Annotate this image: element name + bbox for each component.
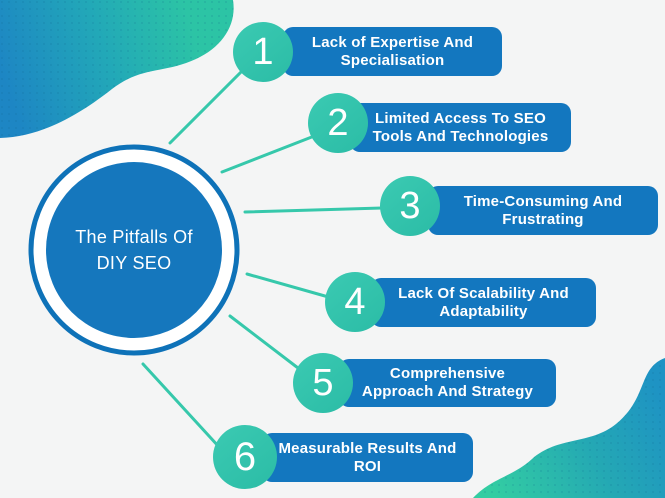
item-5-label-bar: Comprehensive Approach And Strategy [339, 359, 556, 407]
center-circle [46, 162, 222, 338]
center-title: The Pitfalls Of DIY SEO [75, 226, 193, 273]
connector-line-6 [141, 362, 222, 450]
item-5-number-badge: 5 [293, 353, 353, 413]
item-2-label-bar: Limited Access To SEO Tools And Technolo… [350, 103, 571, 152]
item-3-label-bar: Time-Consuming And Frustrating [428, 186, 658, 235]
item-1-number-badge: 1 [233, 22, 293, 82]
connector-line-5 [228, 314, 300, 370]
top-left-wave [0, 0, 234, 138]
item-1-label-bar: Lack of Expertise And Specialisation [283, 27, 502, 76]
item-2-number-badge: 2 [308, 93, 368, 153]
item-3-number-badge: 3 [380, 176, 440, 236]
bottom-right-wave [473, 358, 665, 498]
item-4-label-bar: Lack Of Scalability And Adaptability [371, 278, 596, 327]
connector-line-4 [245, 272, 334, 300]
connector-line-3 [243, 206, 384, 214]
connector-line-2 [220, 131, 324, 174]
item-4-number-badge: 4 [325, 272, 385, 332]
item-6-label-bar: Measurable Results And ROI [262, 433, 473, 482]
item-6-number-badge: 6 [213, 425, 277, 489]
